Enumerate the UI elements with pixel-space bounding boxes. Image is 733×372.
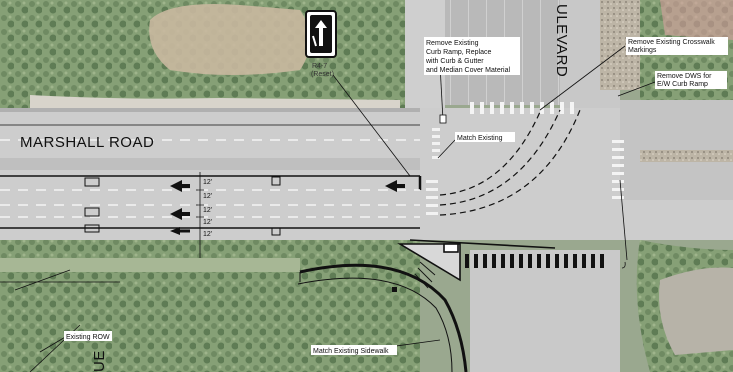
road-name-avenue: UE: [91, 350, 108, 372]
svg-text:Match Existing: Match Existing: [457, 135, 503, 142]
turning-paths: [439, 109, 581, 216]
callout-match-sidewalk: Match Existing Sidewalk: [311, 345, 397, 355]
callout-crosswalk: Remove Existing Crosswalk Markings: [626, 37, 728, 55]
road-name-boulevard: ULEVARD: [553, 4, 570, 77]
crosswalk-east: [612, 140, 624, 199]
callout-existing-row: Existing ROW: [64, 331, 112, 341]
lane-symbols: [84, 176, 405, 236]
south-boulevard: [470, 250, 620, 372]
east-median: [640, 150, 733, 162]
dimension-label: 12': [203, 219, 212, 226]
svg-text:Remove Existing Crosswalk: Remove Existing Crosswalk: [628, 39, 715, 46]
regulatory-sign: [305, 10, 337, 58]
svg-text:Match Existing Sidewalk: Match Existing Sidewalk: [313, 348, 389, 355]
dimension-label: 12': [203, 193, 212, 200]
crosswalk-west: [426, 180, 438, 215]
callout-dws: Remove DWS for E/W Curb Ramp: [655, 71, 727, 89]
svg-text:E/W Curb Ramp: E/W Curb Ramp: [657, 81, 708, 88]
crosswalk-south-proposed: [465, 254, 604, 268]
curb-return-south: [297, 263, 468, 372]
walkway-nw: [30, 95, 400, 108]
callout-curb-ramp: Remove Existing Curb Ramp, Replace with …: [424, 37, 520, 75]
plaza-nw: [149, 4, 310, 75]
callout-marker: [439, 114, 447, 124]
dimension-line: [196, 172, 204, 258]
sign-note: (Reset): [311, 71, 334, 78]
callout-match-existing: Match Existing: [455, 132, 515, 142]
road-name-marshall: MARSHALL ROAD: [20, 134, 154, 151]
lane-lines: [0, 175, 422, 229]
svg-text:and Median Cover Material: and Median Cover Material: [426, 67, 510, 74]
south-ramp-lines: [414, 261, 436, 289]
svg-text:Curb Ramp, Replace: Curb Ramp, Replace: [426, 49, 491, 56]
dimension-label: 12': [203, 207, 212, 214]
proposed-traffic-signal-pole: [392, 287, 397, 292]
svg-text:Remove Existing: Remove Existing: [426, 40, 479, 47]
dimension-label: 12': [203, 179, 212, 186]
marshall-road-north-edge: [0, 108, 420, 112]
buildings-ne: [660, 0, 733, 40]
grass-strip-sw: [0, 258, 300, 272]
proposed-island: [397, 239, 556, 282]
svg-text:Existing ROW: Existing ROW: [66, 334, 110, 341]
dimension-label: 12': [203, 231, 212, 238]
crosswalk-north: [432, 128, 440, 159]
svg-text:with Curb & Gutter: with Curb & Gutter: [425, 58, 484, 65]
median-strip: [0, 158, 420, 170]
lane-dashes: [0, 139, 420, 218]
sign-code: R4-7: [312, 63, 327, 70]
svg-text:Markings: Markings: [628, 47, 657, 54]
plaza-se: [659, 267, 733, 355]
svg-text:Remove DWS for: Remove DWS for: [657, 73, 712, 80]
marshall-road-surface: [0, 108, 733, 240]
